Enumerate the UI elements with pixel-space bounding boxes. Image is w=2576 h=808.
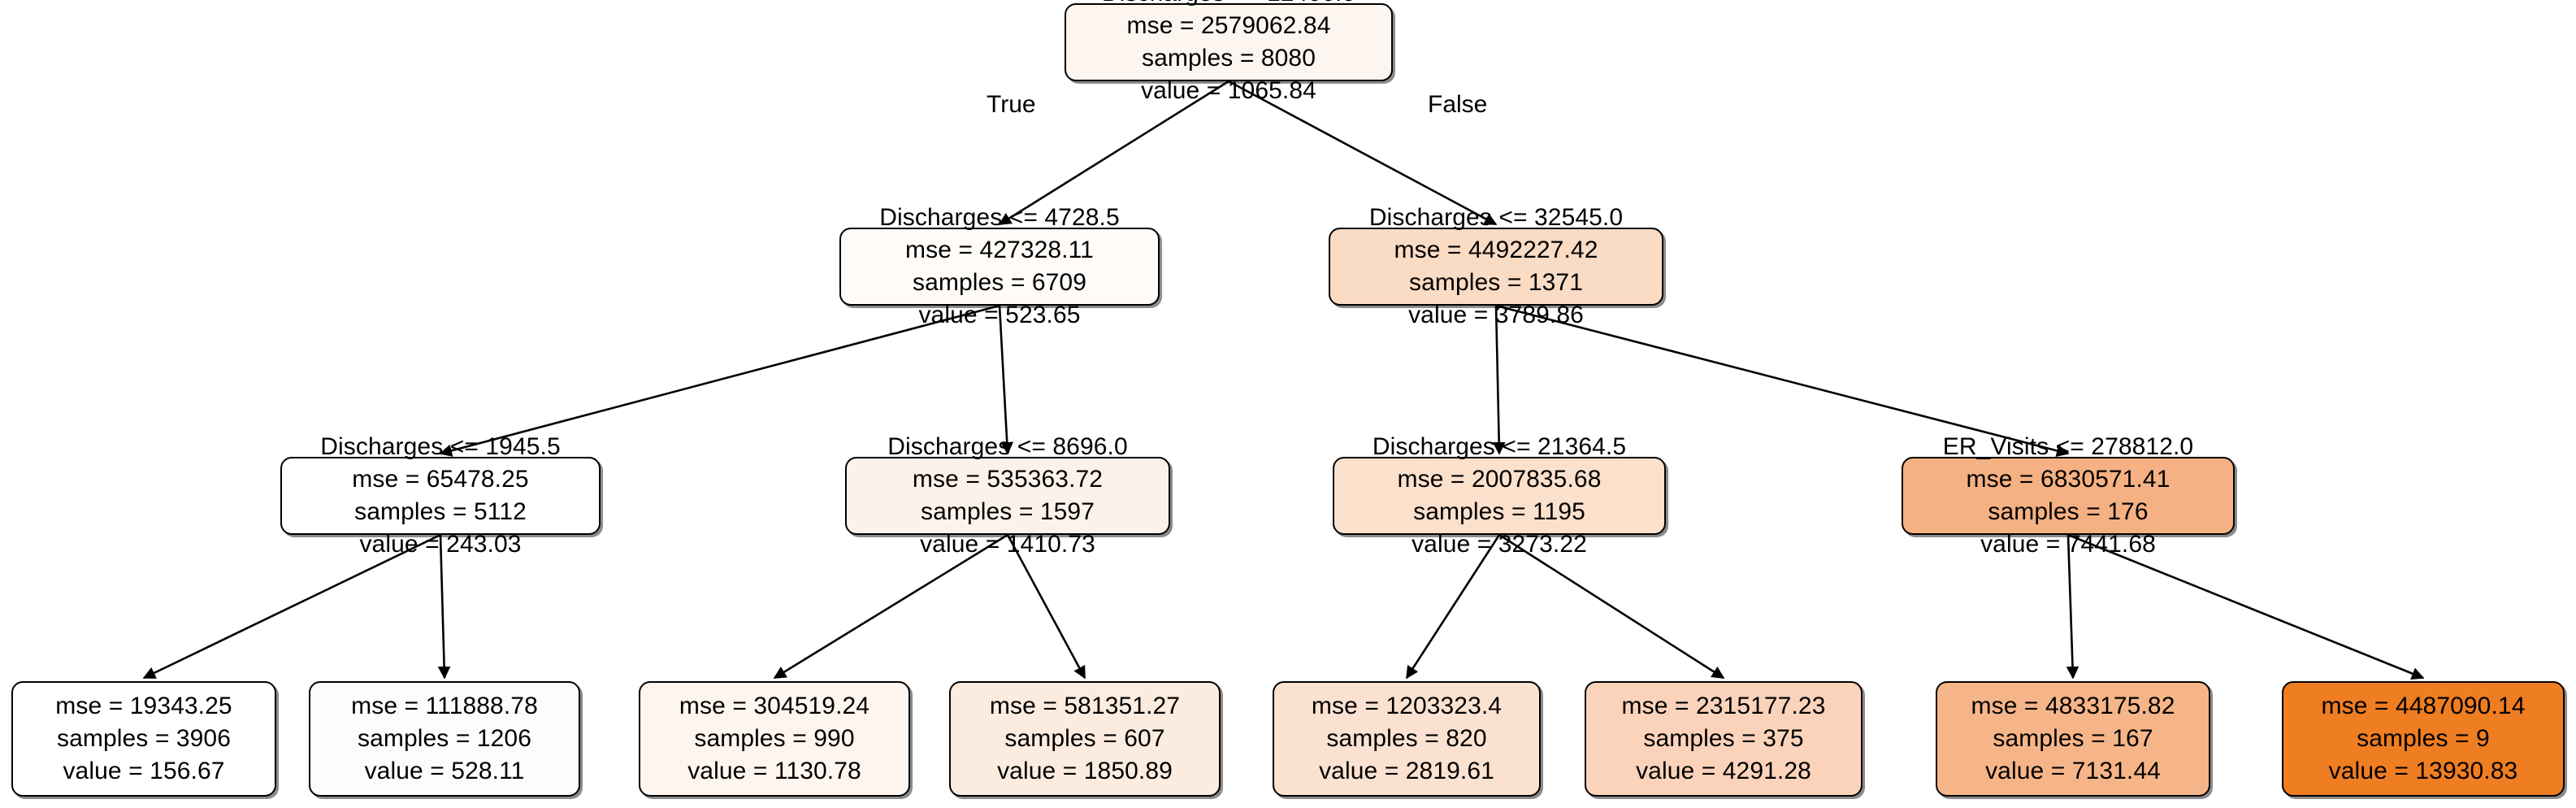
node-text-line: mse = 111888.78 xyxy=(351,693,538,720)
node-text-line: samples = 8080 xyxy=(1141,45,1316,72)
node-text-line: mse = 2007835.68 xyxy=(1397,466,1602,493)
node-text-line: mse = 4487090.14 xyxy=(2321,693,2526,720)
node-text-line: Discharges <= 4728.5 xyxy=(879,204,1120,232)
node-text-line: value = 523.65 xyxy=(918,301,1081,328)
node-text-line: value = 243.03 xyxy=(359,530,522,558)
tree-decision-node: ER_Visits <= 278812.0 mse = 6830571.41 sam… xyxy=(1902,433,2235,558)
node-text-line: samples = 1597 xyxy=(920,498,1095,525)
node-text-line: ER_Visits <= 278812.0 xyxy=(1942,433,2194,461)
tree-leaf-node: mse = 4833175.82 samples = 167 value = 713… xyxy=(1936,681,2210,797)
node-text-line: mse = 2579062.84 xyxy=(1126,12,1331,40)
tree-decision-node: Discharges <= 4728.5 mse = 427328.11 sampl… xyxy=(839,204,1160,328)
node-text-line: samples = 167 xyxy=(1993,725,2153,753)
node-text-line: value = 2819.61 xyxy=(1319,757,1494,784)
node-text-line: mse = 304519.24 xyxy=(679,693,870,720)
node-text-line: value = 3273.22 xyxy=(1412,530,1587,558)
node-text-line: samples = 607 xyxy=(1004,725,1165,753)
node-text-line: value = 1850.89 xyxy=(997,757,1173,784)
node-text-line: value = 3789.86 xyxy=(1408,301,1584,328)
tree-leaf-node: mse = 19343.25 samples = 3906 value = 156.… xyxy=(11,681,276,797)
node-text-line: Discharges <= 8696.0 xyxy=(887,433,1128,461)
tree-decision-node: Discharges <= 1945.5 mse = 65478.25 sample… xyxy=(280,433,601,558)
node-text-line: value = 7441.68 xyxy=(1980,530,2156,558)
node-text-line: value = 4291.28 xyxy=(1636,757,1811,784)
node-text-line: value = 7131.44 xyxy=(1985,757,2161,784)
edge-label-true: True xyxy=(987,91,1036,118)
node-text-line: samples = 6709 xyxy=(912,269,1087,296)
tree-leaf-node: mse = 304519.24 samples = 990 value = 1130… xyxy=(639,681,910,797)
tree-leaf-node: mse = 111888.78 samples = 1206 value = 528… xyxy=(309,681,580,797)
node-text-line: mse = 581351.27 xyxy=(989,693,1181,720)
tree-decision-node: Discharges <= 21364.5 mse = 2007835.68 sam… xyxy=(1333,433,1666,558)
edge-label-false: False xyxy=(1428,91,1488,118)
node-text-line: mse = 535363.72 xyxy=(912,466,1104,493)
tree-leaf-node: mse = 4487090.14 samples = 9 value = 13930… xyxy=(2282,681,2565,797)
tree-leaf-node: mse = 581351.27 samples = 607 value = 1850… xyxy=(949,681,1221,797)
node-text-line: value = 1410.73 xyxy=(920,530,1095,558)
node-text-line: samples = 375 xyxy=(1643,725,1804,753)
tree-decision-node: Discharges <= 8696.0 mse = 535363.72 sampl… xyxy=(845,433,1170,558)
tree-leaf-node: mse = 2315177.23 samples = 375 value = 429… xyxy=(1585,681,1863,797)
node-text-line: mse = 4492227.42 xyxy=(1394,237,1598,264)
tree-decision-node: Discharges <= 12406.0 mse = 2579062.84 sam… xyxy=(1065,0,1393,104)
node-text-line: Discharges <= 32545.0 xyxy=(1368,204,1624,232)
node-text-line: samples = 820 xyxy=(1326,725,1487,753)
node-text-line: samples = 3906 xyxy=(56,725,232,753)
node-text-line: samples = 5112 xyxy=(354,498,527,525)
node-text-line: samples = 176 xyxy=(1988,498,2149,525)
node-text-line: mse = 2315177.23 xyxy=(1621,693,1826,720)
tree-decision-node: Discharges <= 32545.0 mse = 4492227.42 sam… xyxy=(1329,204,1663,328)
node-text-line: value = 528.11 xyxy=(364,757,525,784)
node-text-line: mse = 19343.25 xyxy=(55,693,232,720)
node-text-line: value = 13930.83 xyxy=(2328,757,2518,784)
node-text-line: value = 1065.84 xyxy=(1141,76,1316,104)
node-text-line: value = 156.67 xyxy=(63,757,225,784)
node-text-line: mse = 1203323.4 xyxy=(1311,693,1503,720)
node-text-line: mse = 65478.25 xyxy=(352,466,529,493)
node-text-line: samples = 1371 xyxy=(1408,269,1584,296)
tree-leaf-node: mse = 1203323.4 samples = 820 value = 2819… xyxy=(1273,681,1541,797)
node-text-line: mse = 427328.11 xyxy=(905,237,1094,264)
node-text-line: Discharges <= 12406.0 xyxy=(1094,0,1364,10)
node-text-line: samples = 9 xyxy=(2357,725,2490,753)
node-text-line: Discharges <= 1945.5 xyxy=(320,433,561,461)
node-text-line: Discharges <= 21364.5 xyxy=(1372,433,1627,461)
node-text-line: samples = 1206 xyxy=(357,725,532,753)
node-text-line: samples = 1195 xyxy=(1413,498,1585,525)
node-text-line: samples = 990 xyxy=(694,725,855,753)
node-text-line: mse = 4833175.82 xyxy=(1971,693,2175,720)
node-text-line: value = 1130.78 xyxy=(687,757,861,784)
node-text-line: mse = 6830571.41 xyxy=(1966,466,2171,493)
